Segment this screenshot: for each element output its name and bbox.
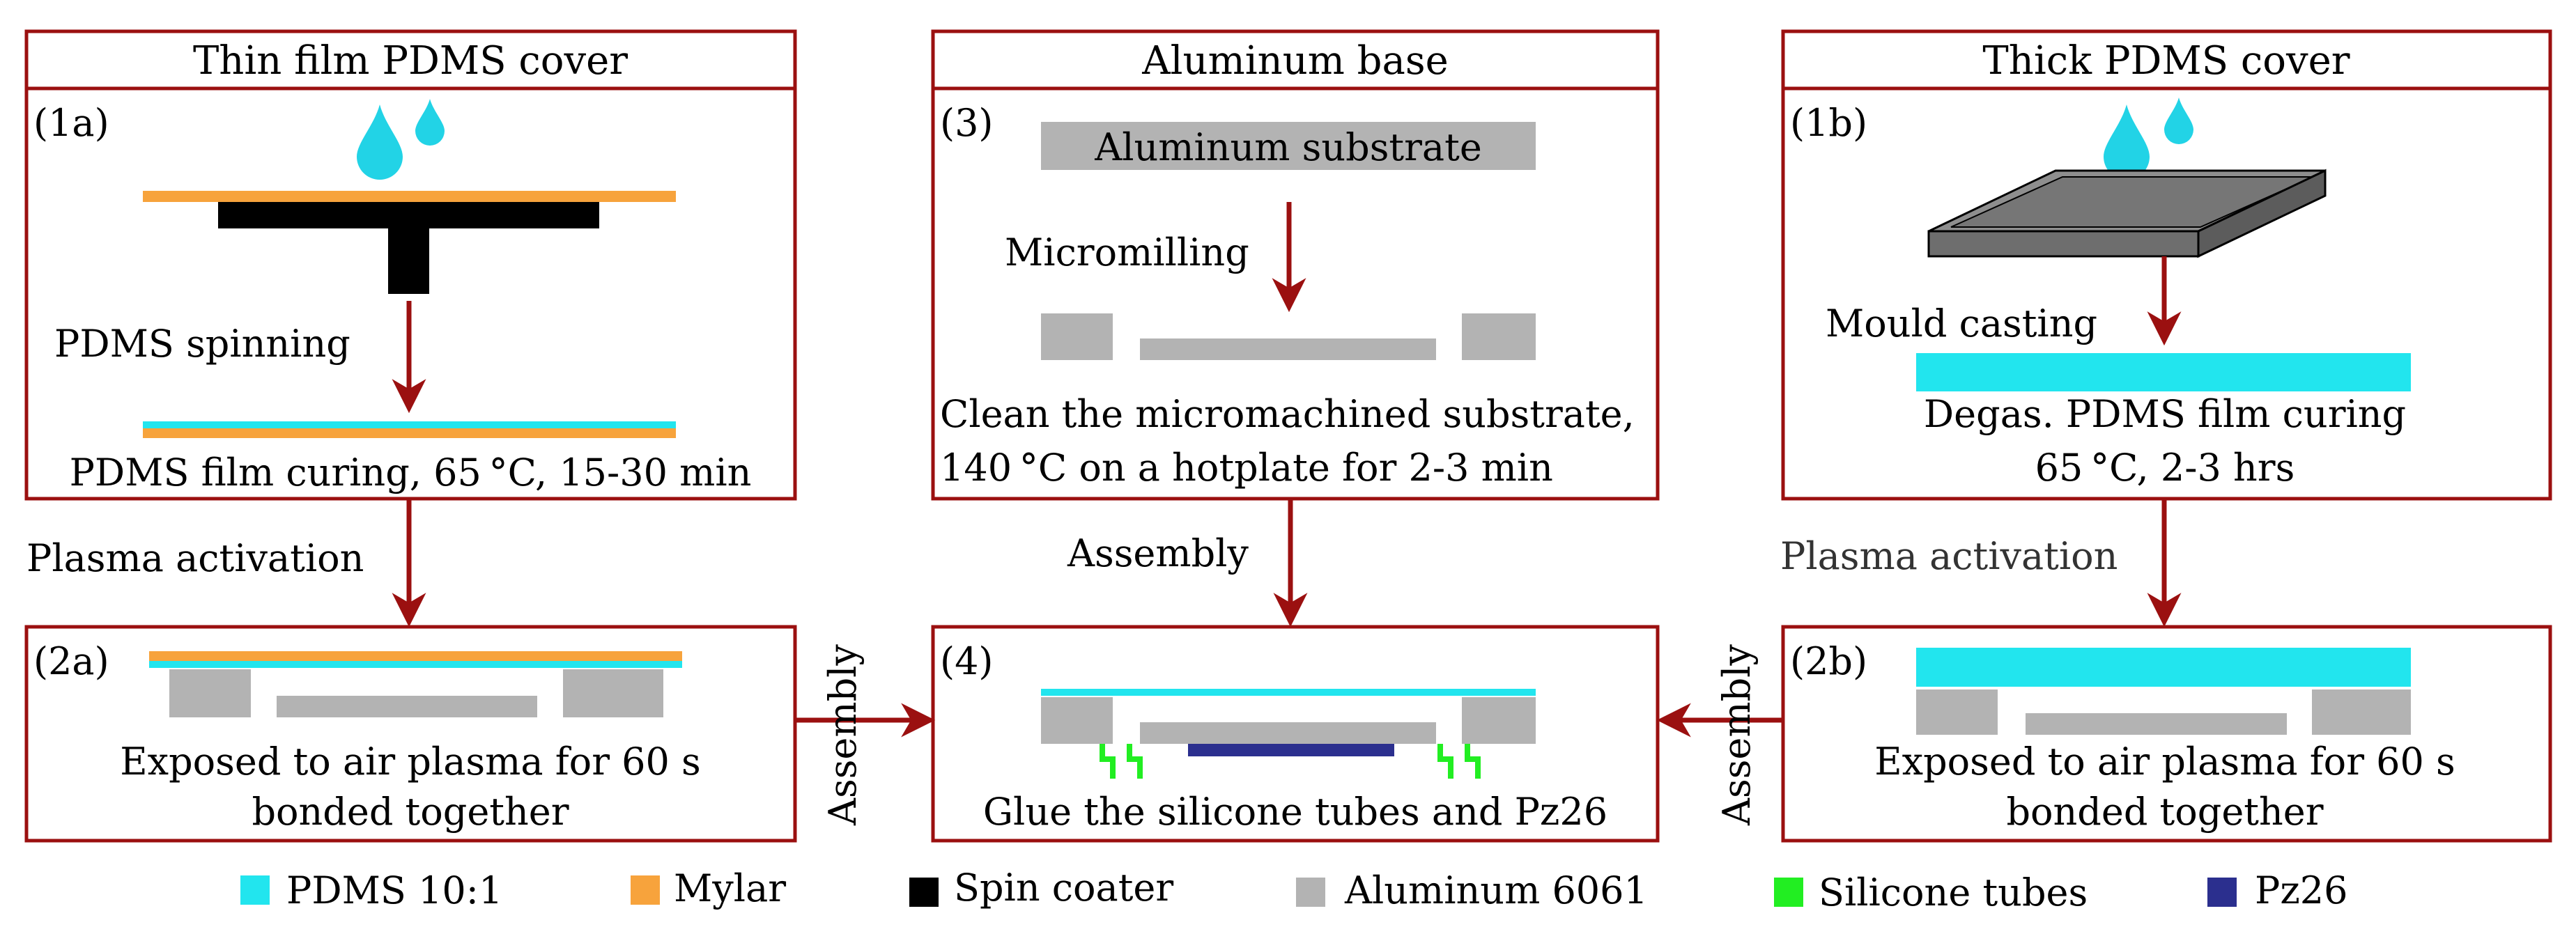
aluminum-channel — [2026, 713, 2287, 735]
silicone-tube — [1100, 744, 1116, 779]
assembly-label-left: Assembly — [821, 644, 865, 826]
legend: PDMS 10:1 Mylar Spin coater Aluminum 606… — [240, 866, 2348, 914]
legend-label-pz26: Pz26 — [2255, 868, 2348, 912]
aluminum-channel — [1140, 722, 1436, 744]
spin-coater-chuck — [218, 202, 599, 228]
column-thick-pdms: Thick PDMS cover (1b) Mould casting Dega… — [1780, 29, 2552, 843]
legend-swatch-spin-coater — [909, 878, 939, 907]
pdms-thick-film — [1916, 648, 2411, 687]
step-label-2a: (2a) — [33, 639, 109, 683]
aluminum-block — [563, 669, 663, 717]
step-label-3: (3) — [940, 101, 994, 145]
step-label-1b: (1b) — [1790, 101, 1867, 145]
process-label-3: Micromilling — [1005, 231, 1249, 274]
mylar-layer — [149, 651, 682, 661]
aluminum-block — [1916, 690, 1998, 735]
legend-label-aluminum: Aluminum 6061 — [1344, 868, 1648, 912]
caption-2a-line2: bonded together — [252, 790, 569, 834]
caption-2b-line2: bonded together — [2006, 790, 2323, 834]
header-title-right: Thick PDMS cover — [1982, 38, 2350, 84]
legend-swatch-pdms — [240, 875, 270, 905]
caption-2a-line1: Exposed to air plasma for 60 s — [120, 740, 701, 784]
pz26-transducer — [1188, 744, 1394, 756]
aluminum-block — [169, 669, 251, 717]
step-label-4: (4) — [940, 639, 994, 683]
aluminum-block — [2312, 690, 2411, 735]
droplet-icon — [415, 99, 445, 146]
aluminum-block — [1041, 697, 1113, 744]
caption-1a: PDMS film curing, 65 °C, 15-30 min — [70, 451, 752, 494]
silicone-tube — [1437, 744, 1453, 779]
header-title-left: Thin film PDMS cover — [193, 38, 628, 84]
pdms-thick-film — [1916, 353, 2411, 391]
legend-label-mylar: Mylar — [674, 866, 786, 910]
aluminum-block — [1041, 313, 1113, 360]
process-label-1b: Mould casting — [1826, 302, 2097, 345]
caption-3-line1: Clean the micromachined substrate, — [940, 392, 1635, 436]
mylar-layer — [143, 428, 676, 438]
legend-swatch-aluminum — [1296, 878, 1325, 907]
substrate-label: Aluminum substrate — [1094, 125, 1482, 169]
droplet-icon — [2104, 104, 2150, 180]
column-aluminum-base: Aluminum base (3) Aluminum substrate Mic… — [931, 29, 1660, 843]
column-thin-film-pdms: Thin film PDMS cover (1a) PDMS spinning … — [24, 29, 797, 843]
droplet-icon — [2164, 98, 2193, 144]
droplet-icon — [357, 104, 403, 180]
plasma-label-left: Plasma activation — [26, 536, 364, 580]
caption-2b-line1: Exposed to air plasma for 60 s — [1874, 740, 2455, 784]
header-box-right — [1781, 29, 2552, 91]
legend-swatch-silicone — [1774, 878, 1803, 907]
silicone-tube — [1127, 744, 1143, 779]
aluminum-block — [1462, 697, 1536, 744]
legend-label-spin-coater: Spin coater — [954, 866, 1173, 910]
caption-4: Glue the silicone tubes and Pz26 — [983, 790, 1607, 834]
pdms-film-layer — [1041, 689, 1536, 696]
pdms-film-layer — [149, 661, 682, 668]
aluminum-substrate — [1041, 122, 1536, 170]
header-box-left — [24, 29, 797, 91]
assembly-label-right: Assembly — [1715, 644, 1759, 826]
process-label-1a: PDMS spinning — [54, 322, 350, 366]
step-label-1a: (1a) — [33, 101, 109, 145]
step-label-2b: (2b) — [1790, 639, 1867, 683]
mylar-layer — [143, 191, 676, 202]
aluminum-block — [1462, 313, 1536, 360]
caption-1b-line2: 65 °C, 2-3 hrs — [2035, 446, 2295, 490]
assembly-label-center: Assembly — [1067, 531, 1249, 575]
casting-mould — [1927, 169, 2327, 258]
pdms-film-layer — [143, 421, 676, 428]
caption-3-line2: 140 °C on a hotplate for 2-3 min — [940, 446, 1553, 490]
caption-1b-line1: Degas. PDMS film curing — [1924, 392, 2406, 436]
aluminum-channel — [1140, 338, 1436, 360]
silicone-tube — [1465, 744, 1481, 779]
plasma-label-right: Plasma activation — [1780, 534, 2118, 578]
spin-coater-shaft — [388, 228, 429, 294]
legend-swatch-mylar — [631, 875, 660, 905]
legend-label-silicone: Silicone tubes — [1819, 871, 2088, 914]
header-title-center: Aluminum base — [1141, 38, 1449, 84]
legend-swatch-pz26 — [2207, 878, 2237, 907]
legend-label-pdms: PDMS 10:1 — [286, 868, 502, 912]
aluminum-channel — [277, 696, 537, 717]
